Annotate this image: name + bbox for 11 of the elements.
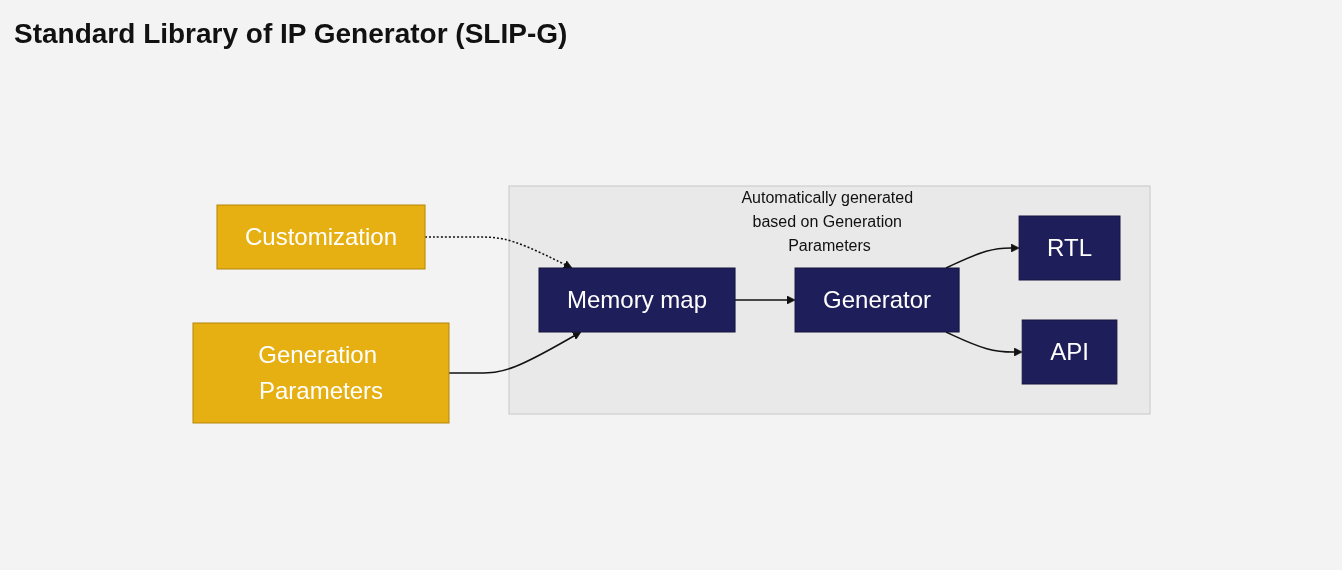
arrow [423,235,572,268]
node-box: Generation Parameters [192,322,449,423]
node-box: Generator [794,267,960,332]
arrow [447,331,581,374]
diagram-title: Standard Library of IP Generator (SLIP-G) [14,18,568,50]
node-box: Memory map [538,267,736,332]
arrow [733,295,795,304]
node-box: API [1021,319,1117,384]
node-box: Customization [215,204,426,269]
arrow [944,330,1023,356]
node-box: RTL [1018,215,1120,280]
